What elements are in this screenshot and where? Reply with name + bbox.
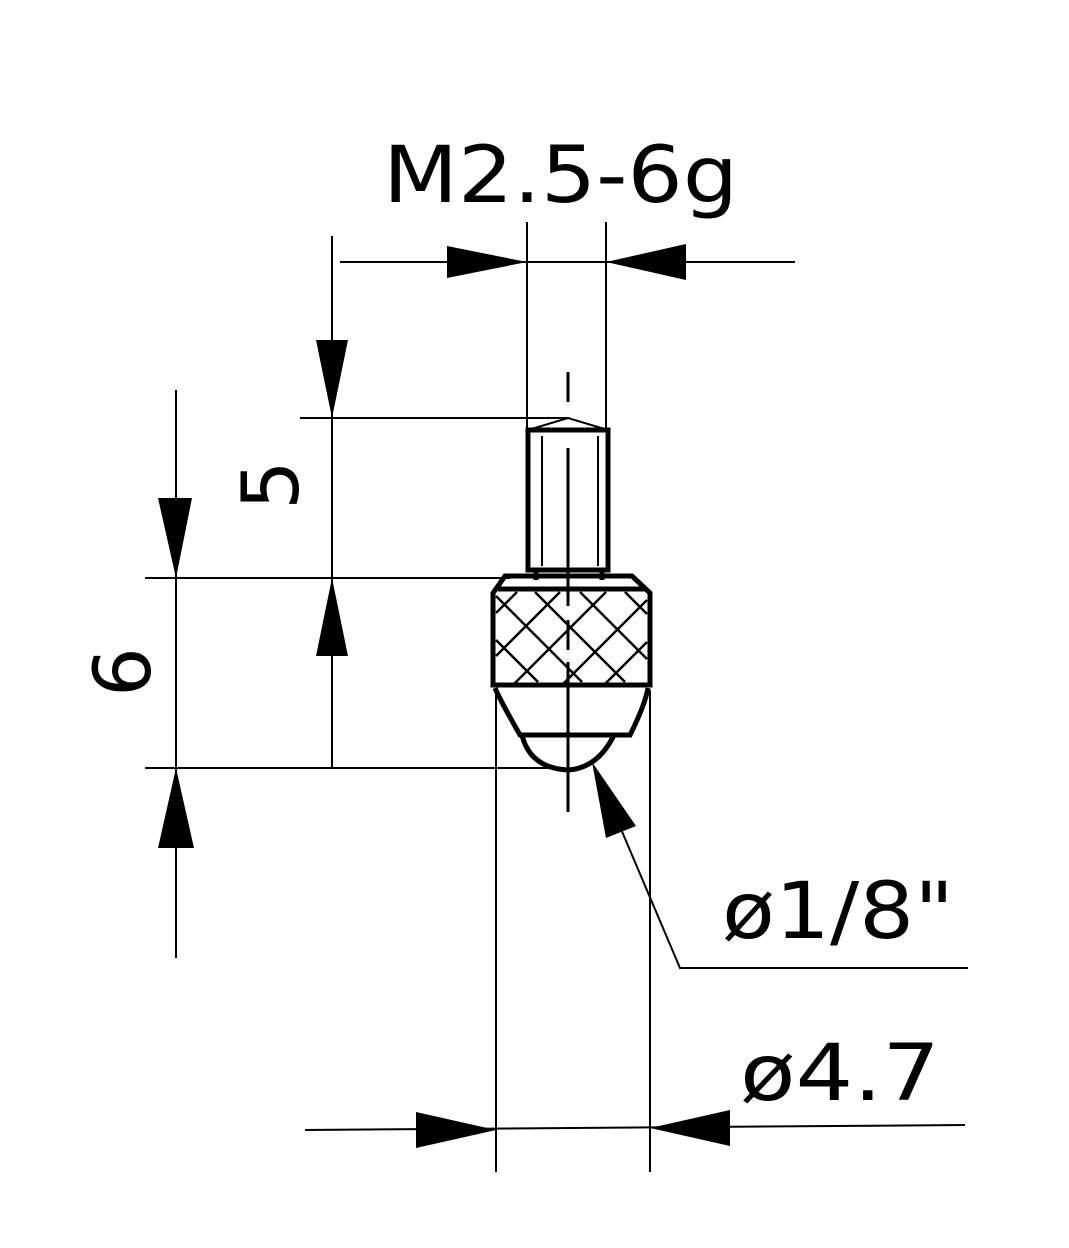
thread-length-dimension: 5: [227, 236, 570, 768]
arrow-right-icon: [447, 246, 527, 278]
thread-label: M2.5-6g: [383, 131, 738, 221]
head-diameter-dimension: ø4.7: [304, 690, 966, 1172]
thread-dimension: M2.5-6g: [340, 131, 795, 432]
arrow-down-icon: [316, 340, 348, 418]
arrow-up-icon: [316, 578, 348, 656]
arrow-right-icon: [416, 1112, 496, 1148]
arrow-left-icon: [606, 244, 686, 280]
arrow-leader-icon: [592, 762, 636, 838]
head-height-dimension: 6: [79, 390, 560, 958]
arrow-left-icon: [650, 1110, 730, 1146]
thread-length-label: 5: [227, 460, 317, 510]
knurl-pattern: [495, 591, 648, 687]
head-diameter-label: ø4.7: [740, 1029, 940, 1119]
arrow-down-icon: [158, 498, 192, 578]
ball-diameter-leader: ø1/8": [592, 762, 968, 969]
probe-part: [490, 372, 653, 812]
ball-diameter-label: ø1/8": [722, 867, 954, 957]
head-height-label: 6: [79, 647, 169, 697]
arrow-up-icon: [158, 768, 194, 848]
